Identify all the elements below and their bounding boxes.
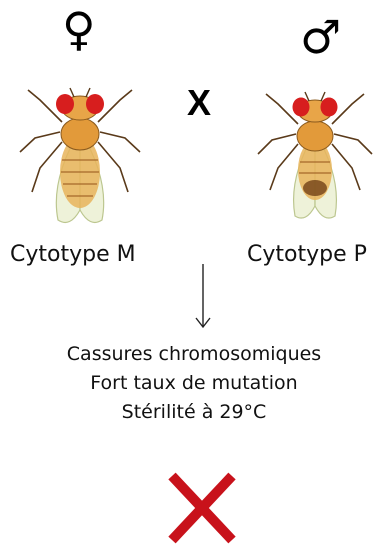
- male-fly-image: [250, 66, 380, 226]
- effect-item: Cassures chromosomiques: [0, 340, 388, 369]
- female-cytotype-label: Cytotype M: [10, 242, 136, 267]
- male-cytotype-label: Cytotype P: [247, 242, 367, 267]
- offspring-effects-list: Cassures chromosomiques Fort taux de mut…: [0, 340, 388, 427]
- red-x-icon: [164, 468, 240, 548]
- cross-symbol: X: [187, 82, 211, 124]
- female-fly-image: [10, 60, 150, 230]
- male-symbol: ♂: [300, 14, 341, 60]
- effect-item: Fort taux de mutation: [0, 369, 388, 398]
- effect-item: Stérilité à 29°C: [0, 398, 388, 427]
- down-arrow-icon: [193, 262, 213, 332]
- female-symbol: ♀: [62, 6, 96, 52]
